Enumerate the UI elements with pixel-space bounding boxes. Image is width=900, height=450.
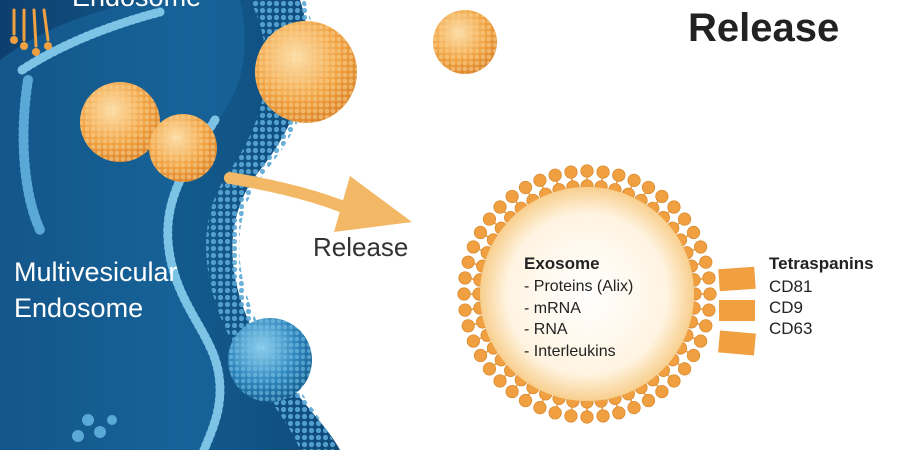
tetraspanin-item: CD81 [769, 277, 813, 296]
inner-membrane-line [17, 7, 165, 75]
lipid-head [702, 271, 716, 285]
small-blue-specks [72, 414, 117, 442]
tetraspanin-marker-cd9 [719, 300, 755, 321]
lipid-head [461, 255, 475, 269]
lipid-head [548, 168, 562, 182]
release-arrow [224, 172, 412, 232]
intraluminal-vesicle-large [80, 82, 160, 162]
tetraspanin-markers [718, 266, 756, 356]
lipid-head [694, 240, 708, 254]
lipid-head [493, 200, 507, 214]
lipid-head [548, 406, 562, 420]
lipid-head [473, 348, 488, 363]
lipid-head [612, 406, 626, 420]
lipid-head [482, 362, 497, 376]
lipid-head [533, 401, 547, 415]
lipid-head [457, 287, 471, 301]
top-lipid-fan [10, 8, 52, 56]
lipid-head [596, 165, 610, 179]
lipid-head [699, 255, 713, 269]
page-title: Release [688, 6, 840, 50]
mve-label-line-1: Multivesicular [14, 257, 178, 287]
lipid-head [641, 180, 656, 195]
lipid-head [482, 212, 497, 226]
lipid-head [518, 180, 533, 195]
tetraspanin-marker-cd63 [718, 330, 756, 356]
lipid-head [702, 303, 716, 317]
budding-blue-vesicle [228, 318, 312, 402]
intraluminal-vesicle-small [149, 114, 217, 182]
lipid-head [473, 225, 488, 240]
released-vesicle-small [433, 10, 497, 74]
lipid-head [703, 287, 717, 301]
lipid-head [493, 374, 507, 388]
multivesicular-endosome-label: Multivesicular Endosome [14, 254, 178, 326]
tetraspanin-item: CD9 [769, 298, 804, 317]
left-membrane-wall [18, 75, 45, 235]
lipid-head [533, 173, 547, 187]
lipid-head [564, 165, 578, 179]
lipid-head [505, 384, 519, 399]
lipid-head [505, 189, 519, 204]
exosome-core [480, 187, 694, 401]
release-arrow-label: Release [313, 232, 409, 262]
lipid-head [677, 212, 692, 226]
mve-label-line-2: Endosome [14, 293, 144, 323]
tetraspanin-item: CD63 [769, 319, 813, 338]
tetraspanin-marker-cd81 [718, 266, 756, 292]
exosome-content-item: - mRNA [524, 299, 581, 317]
exosome-content-item: - Interleukins [524, 342, 616, 360]
lipid-head [518, 393, 533, 408]
multivesicular-body [0, 0, 245, 450]
lipid-head [686, 225, 701, 240]
lipid-head [564, 409, 578, 423]
lipid-head [641, 393, 656, 408]
lipid-head [686, 348, 701, 363]
lipid-head [655, 189, 669, 204]
exosome-content-item: - Proteins (Alix) [524, 278, 634, 295]
lipid-head [466, 334, 480, 348]
exosome-content-item: - RNA [524, 321, 568, 338]
lipid-head [667, 374, 681, 388]
endosome-top-label: Endosome [72, 0, 201, 13]
lipid-head [667, 200, 681, 214]
lipid-head [580, 164, 594, 178]
lipid-head [466, 240, 480, 254]
lipid-head [677, 362, 692, 376]
lipid-head [458, 271, 472, 285]
exosome-title: Exosome [524, 254, 600, 273]
released-vesicle-large [255, 21, 357, 123]
lipid-head [699, 319, 713, 333]
lipid-head [655, 384, 669, 399]
lipid-head [627, 401, 641, 415]
lipid-head [461, 319, 475, 333]
lipid-head [694, 334, 708, 348]
exosome-contents-list: - Proteins (Alix) - mRNA - RNA - Interle… [524, 276, 633, 362]
lipid-head [627, 173, 641, 187]
tetraspanins-title: Tetraspanins [769, 254, 874, 273]
lipid-head [580, 410, 594, 424]
lipid-head [596, 409, 610, 423]
lipid-head [458, 303, 472, 317]
lipid-head [612, 168, 626, 182]
tetraspanins-list: CD81 CD9 CD63 [769, 276, 812, 339]
